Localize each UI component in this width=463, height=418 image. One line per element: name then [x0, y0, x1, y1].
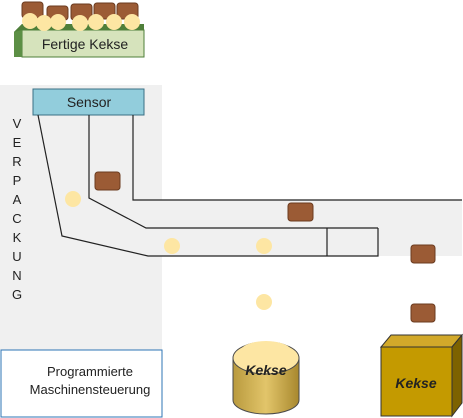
packaging-panel — [0, 85, 162, 350]
round-cookie — [164, 238, 180, 254]
packaging-letter: E — [13, 135, 22, 150]
brown-cookie — [410, 244, 436, 264]
round-container-label: Kekse — [245, 362, 286, 378]
round-cookie-container — [232, 341, 300, 415]
round-cookie — [256, 294, 272, 310]
sensor-box — [32, 88, 145, 116]
packaging-letter: G — [12, 287, 22, 302]
machine-control-line2: Maschinensteuerung — [30, 382, 151, 397]
round-cookie — [65, 191, 81, 207]
brown-cookie — [410, 303, 436, 323]
packaging-letter: N — [12, 268, 21, 283]
packaging-letter: C — [12, 211, 21, 226]
finished-round-cookies — [22, 13, 140, 31]
square-cookie-container — [379, 333, 463, 418]
packaging-letter: P — [13, 173, 22, 188]
sensor-line-middle — [88, 115, 378, 229]
sensor-line-outer — [37, 114, 379, 257]
sensor-label: Sensor — [67, 94, 112, 110]
brown-cookie — [287, 202, 314, 222]
square-container-label: Kekse — [395, 375, 436, 391]
packaging-label: V E R P A C K U N G — [12, 116, 22, 302]
sensor-line-inner — [132, 115, 462, 201]
round-cookie — [256, 238, 272, 254]
packaging-letter: A — [13, 192, 22, 207]
packaging-letter: K — [13, 230, 22, 245]
machine-control-box — [0, 349, 163, 418]
brown-cookie — [94, 171, 121, 191]
packaging-letter: U — [12, 249, 21, 264]
packaging-letter: R — [12, 154, 21, 169]
machine-control-line1: Programmierte — [47, 364, 133, 379]
packaging-letter: V — [13, 116, 22, 131]
finished-box-label: Fertige Kekse — [42, 36, 129, 52]
